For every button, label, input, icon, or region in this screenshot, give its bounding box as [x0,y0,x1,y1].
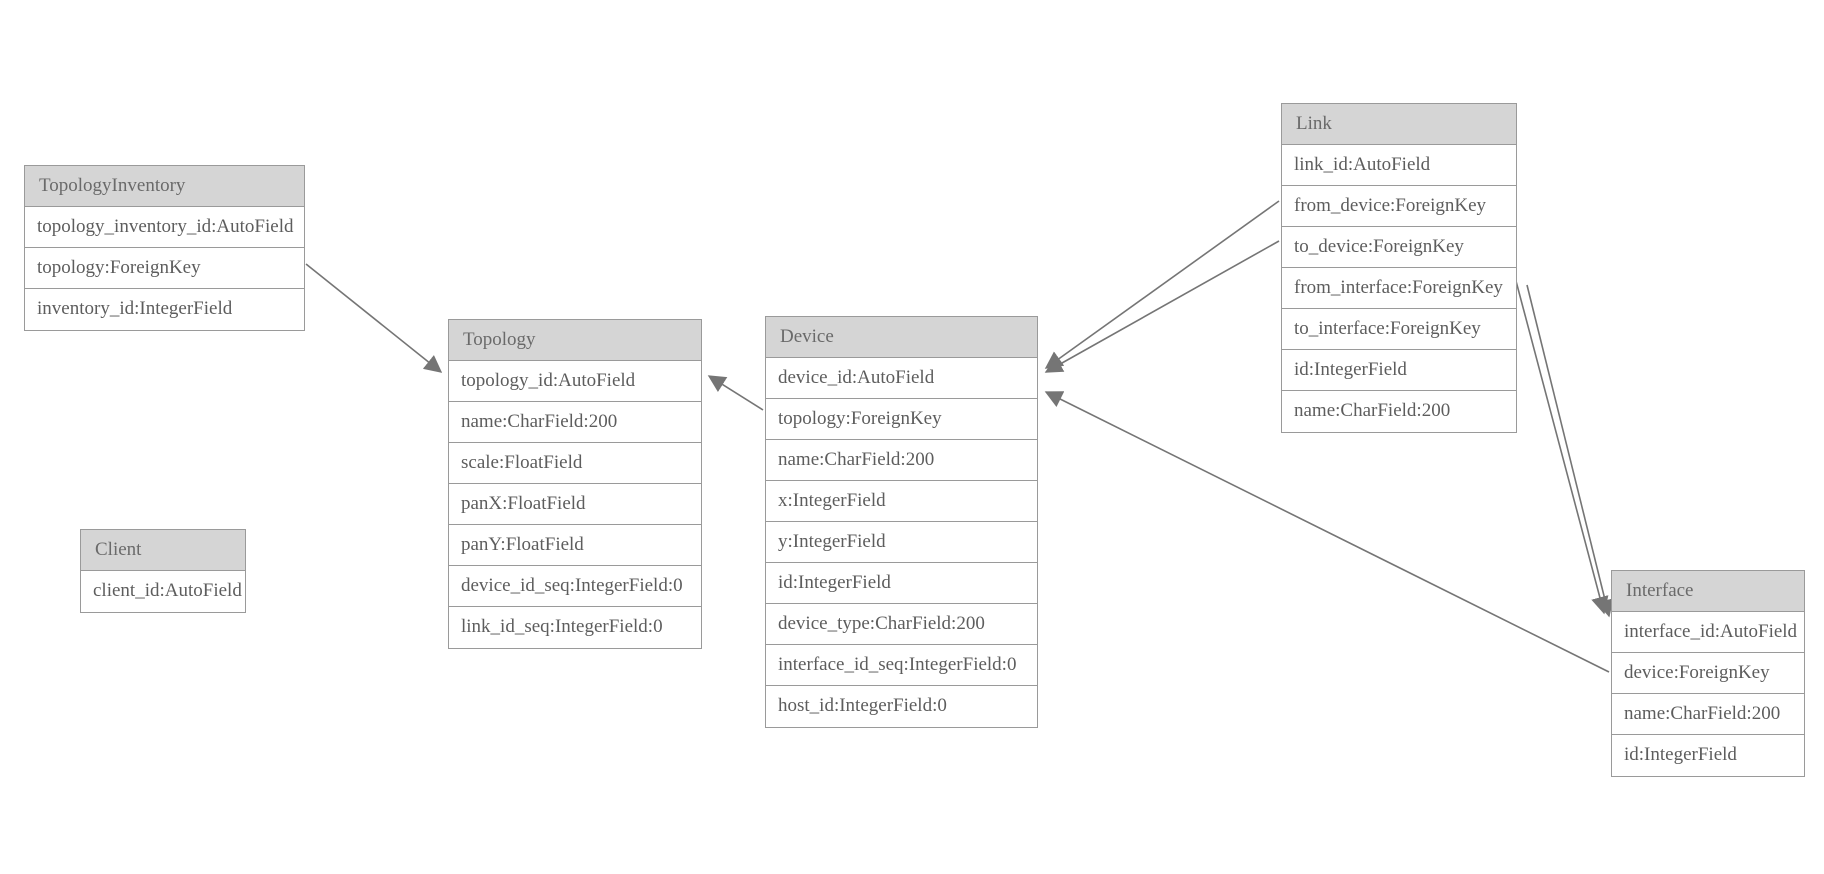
field-row: client_id:AutoField [81,571,245,612]
field-row: device_id:AutoField [766,358,1037,399]
field-row: interface_id:AutoField [1612,612,1804,653]
field-row: name:CharField:200 [1612,694,1804,735]
edge-device-topology [707,375,764,411]
field-row: id:IntegerField [1612,735,1804,776]
field-row: interface_id_seq:IntegerField:0 [766,645,1037,686]
field-row: name:CharField:200 [766,440,1037,481]
field-row: x:IntegerField [766,481,1037,522]
entity-topologyinventory[interactable]: TopologyInventory topology_inventory_id:… [24,165,305,331]
field-row: name:CharField:200 [1282,391,1516,432]
edge-link-to-device [1044,240,1280,373]
field-row: id:IntegerField [766,563,1037,604]
entity-client[interactable]: Client client_id:AutoField [80,529,246,613]
edge-interface-device [1044,391,1610,673]
field-row: panX:FloatField [449,484,701,525]
field-row: device_type:CharField:200 [766,604,1037,645]
entity-title-topology: Topology [449,320,701,361]
field-row: from_interface:ForeignKey [1282,268,1516,309]
entity-topology[interactable]: Topology topology_id:AutoField name:Char… [448,319,702,649]
entity-title-interface: Interface [1612,571,1804,612]
field-row: topology:ForeignKey [766,399,1037,440]
field-row: to_device:ForeignKey [1282,227,1516,268]
entity-title-client: Client [81,530,245,571]
field-row: topology_id:AutoField [449,361,701,402]
entity-title-topologyinventory: TopologyInventory [25,166,304,207]
field-row: name:CharField:200 [449,402,701,443]
field-row: panY:FloatField [449,525,701,566]
edge-link-from-interface [1515,280,1609,615]
entity-link[interactable]: Link link_id:AutoField from_device:Forei… [1281,103,1517,433]
field-row: topology:ForeignKey [25,248,304,289]
field-row: inventory_id:IntegerField [25,289,304,330]
entity-title-device: Device [766,317,1037,358]
field-row: host_id:IntegerField:0 [766,686,1037,727]
field-row: topology_inventory_id:AutoField [25,207,304,248]
edge-link-from-device [1044,200,1280,369]
field-row: y:IntegerField [766,522,1037,563]
field-row: from_device:ForeignKey [1282,186,1516,227]
entity-interface[interactable]: Interface interface_id:AutoField device:… [1611,570,1805,777]
entity-device[interactable]: Device device_id:AutoField topology:Fore… [765,316,1038,728]
field-row: to_interface:ForeignKey [1282,309,1516,350]
field-row: id:IntegerField [1282,350,1516,391]
field-row: device:ForeignKey [1612,653,1804,694]
field-row: link_id_seq:IntegerField:0 [449,607,701,648]
entity-title-link: Link [1282,104,1516,145]
field-row: link_id:AutoField [1282,145,1516,186]
edge-link-to-interface [1526,284,1614,618]
edge-topologyinventory-topology [305,263,443,373]
field-row: device_id_seq:IntegerField:0 [449,566,701,607]
field-row: scale:FloatField [449,443,701,484]
